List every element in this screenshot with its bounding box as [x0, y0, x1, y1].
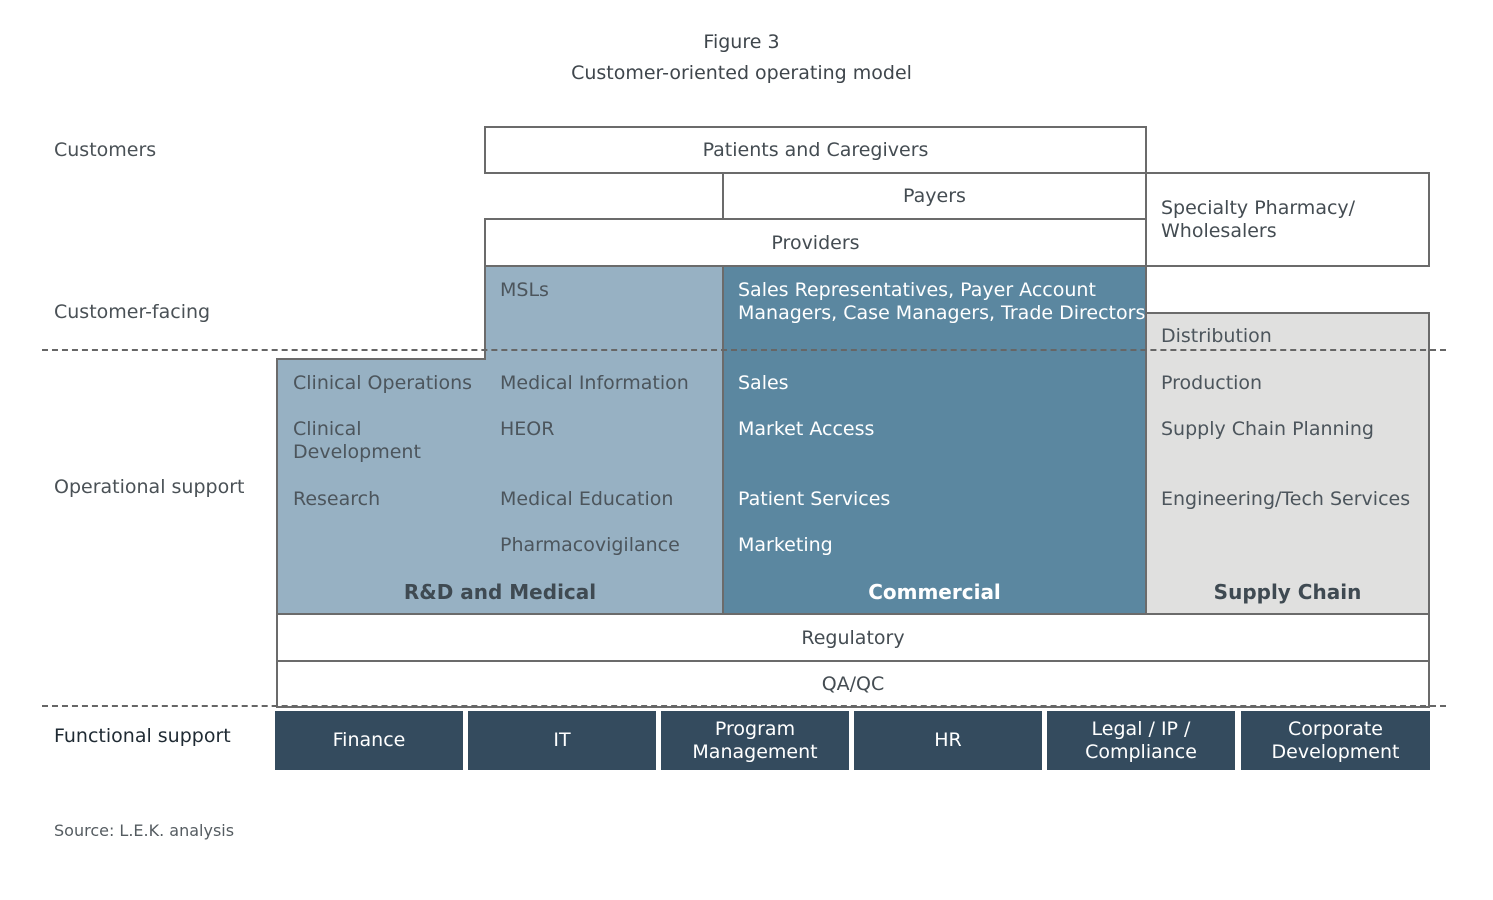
medical-education-label: Medical Education — [500, 488, 674, 510]
functional-box-it: IT — [468, 711, 656, 770]
dashed-separator-functional — [42, 705, 1446, 707]
regulatory-box: Regulatory — [276, 613, 1430, 662]
specialty-pharmacy-label: Specialty Pharmacy/ — [1161, 196, 1356, 219]
specialty-pharmacy-box: Specialty Pharmacy/ Wholesalers — [1145, 172, 1430, 267]
functional-box-legal: Legal / IP /Compliance — [1047, 711, 1235, 770]
wholesalers-label: Wholesalers — [1161, 219, 1277, 242]
heor-label: HEOR — [500, 418, 555, 440]
figure-title: Customer-oriented operating model — [571, 62, 912, 84]
payers-label: Payers — [903, 185, 966, 207]
research-label: Research — [293, 488, 381, 510]
commercial-zone — [722, 265, 1147, 615]
row-label-customer-facing: Customer-facing — [54, 301, 211, 323]
production-label: Production — [1161, 372, 1263, 394]
qaqc-label: QA/QC — [821, 673, 885, 695]
qaqc-box: QA/QC — [276, 660, 1430, 708]
patients-caregivers-label: Patients and Caregivers — [702, 139, 929, 161]
rd-medical-title: R&D and Medical — [403, 580, 597, 604]
row-label-operational-support: Operational support — [54, 476, 245, 498]
row-label-functional-support: Functional support — [54, 725, 231, 747]
patients-caregivers-box: Patients and Caregivers — [484, 126, 1147, 174]
clinical-operations-label: Clinical Operations — [293, 372, 473, 394]
clinical-development-label: Clinical Development — [293, 418, 421, 463]
rd-zone-joint — [486, 356, 722, 362]
patient-services-label: Patient Services — [738, 488, 891, 510]
msls-label: MSLs — [500, 279, 549, 301]
distribution-label: Distribution — [1161, 325, 1272, 347]
marketing-label: Marketing — [738, 534, 833, 556]
supply-chain-zone — [1145, 312, 1430, 615]
sales-label: Sales — [738, 372, 789, 394]
functional-box-hr: HR — [854, 711, 1042, 770]
commercial-facing-label: Sales Representatives, Payer Account Man… — [738, 279, 1146, 324]
payers-box: Payers — [722, 172, 1147, 220]
functional-box-finance: Finance — [275, 711, 463, 770]
providers-box: Providers — [484, 218, 1147, 267]
engineering-tech-services-label: Engineering/Tech Services — [1161, 488, 1411, 510]
providers-label: Providers — [771, 231, 860, 254]
supply-chain-planning-label: Supply Chain Planning — [1161, 418, 1374, 440]
market-access-label: Market Access — [738, 418, 875, 440]
source-note: Source: L.E.K. analysis — [54, 821, 235, 840]
commercial-title: Commercial — [868, 580, 1001, 604]
rd-medical-facing-zone — [484, 265, 724, 362]
figure-label: Figure 3 — [703, 31, 780, 53]
dashed-separator-customer-facing — [42, 349, 1446, 351]
rd-medical-zone — [276, 358, 724, 615]
regulatory-label: Regulatory — [801, 626, 905, 649]
supply-chain-title: Supply Chain — [1213, 580, 1362, 604]
row-label-customers: Customers — [54, 139, 157, 161]
pharmacovigilance-label: Pharmacovigilance — [500, 534, 680, 556]
medical-information-label: Medical Information — [500, 372, 689, 394]
